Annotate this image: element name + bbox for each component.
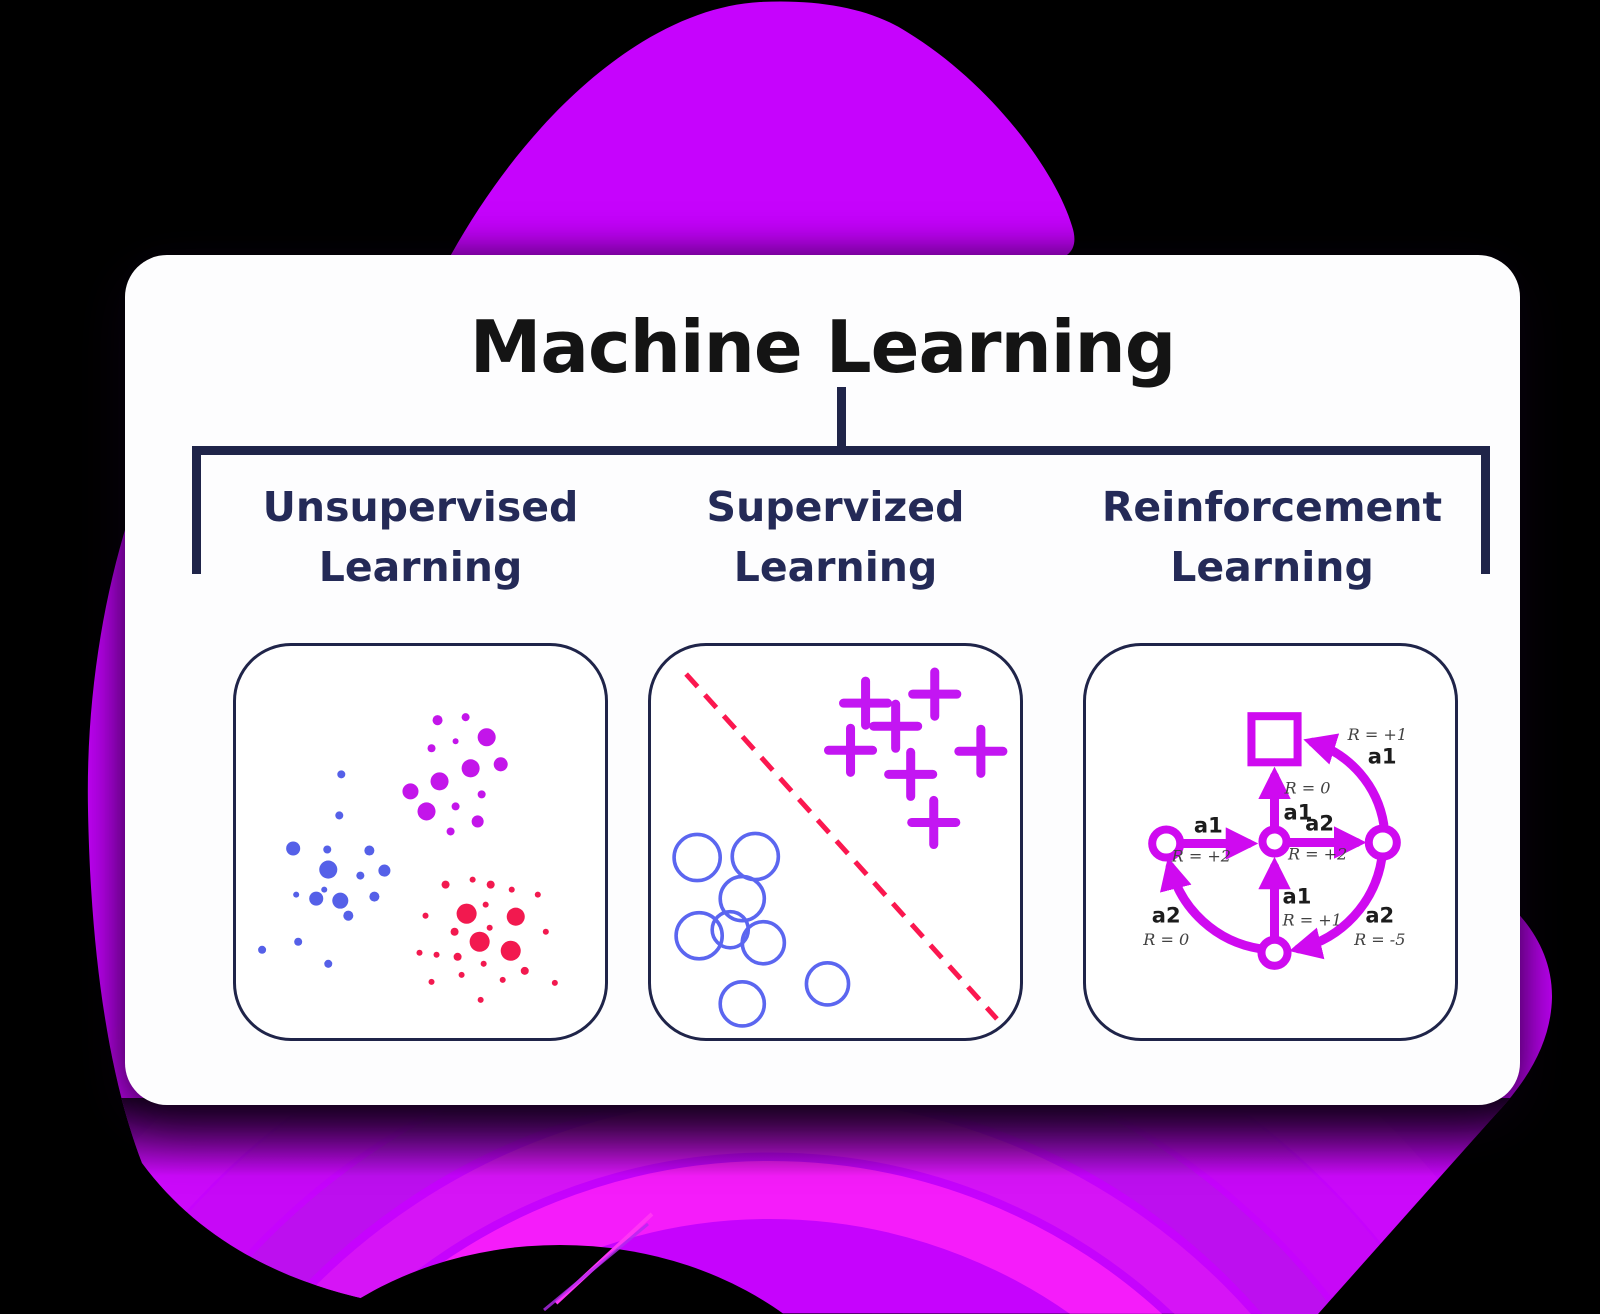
tree-bracket	[192, 446, 1490, 574]
edge-label-action: a2	[1152, 903, 1181, 928]
edge-label-action: a1	[1284, 799, 1313, 824]
heading-unsupervised: Unsupervised Learning	[233, 477, 608, 597]
state-node-right	[1364, 824, 1401, 861]
cluster-dots	[258, 713, 558, 1003]
edge-label-reward: R = +2	[1287, 845, 1347, 864]
blob-top	[447, 1, 1075, 262]
edge-label-reward: R = 0	[1142, 930, 1189, 949]
page-title: Machine Learning	[469, 305, 1177, 389]
heading-unsupervised-line2: Learning	[318, 543, 523, 591]
panel-reinforcement: a1 R = +2 a2 R = +2 R = 0 a1 a1 R = +1 R…	[1083, 643, 1458, 1041]
edge-label-action: a2	[1365, 903, 1394, 928]
edge-label-action: a1	[1368, 743, 1397, 768]
edge-label-reward: R = +2	[1171, 847, 1231, 866]
tree-stem	[837, 387, 846, 450]
heading-reinforcement-line1: Reinforcement	[1101, 483, 1443, 531]
heading-reinforcement-line2: Learning	[1170, 543, 1374, 591]
heading-supervized-line2: Learning	[733, 543, 938, 591]
edge-label-action: a2	[1305, 810, 1334, 835]
decision-boundary-line	[684, 672, 999, 1021]
supervized-figure	[672, 667, 1008, 1028]
blob-cutout	[336, 1245, 784, 1314]
edge-label-reward: R = +1	[1347, 725, 1407, 744]
state-node-left	[1148, 825, 1185, 862]
state-node-center	[1258, 825, 1291, 858]
panel-unsupervised	[233, 643, 608, 1041]
state-node-bottom	[1257, 935, 1292, 970]
terminal-state-node	[1247, 712, 1302, 767]
heading-supervized: Supervized Learning	[648, 477, 1023, 597]
panel-supervized	[648, 643, 1023, 1041]
edge-label-action: a1	[1194, 812, 1223, 837]
ml-card: Machine Learning Unsupervised Learning S…	[125, 255, 1520, 1105]
swirl-streak-2	[543, 1222, 649, 1312]
edge-label-reward: R = -5	[1353, 930, 1405, 949]
heading-unsupervised-line1: Unsupervised	[262, 483, 579, 531]
heading-supervized-line1: Supervized	[706, 483, 965, 531]
heading-reinforcement: Reinforcement Learning	[1083, 477, 1461, 597]
unsupervised-figure	[258, 713, 558, 1003]
edge-label-reward: R = 0	[1284, 778, 1331, 797]
mdp-edges	[1160, 733, 1389, 960]
circle-markers	[672, 831, 851, 1028]
edge-label-reward: R = +1	[1282, 911, 1342, 930]
plus-markers	[823, 667, 1008, 850]
reinforcement-figure: a1 R = +2 a2 R = +2 R = 0 a1 a1 R = +1 R…	[1142, 712, 1407, 970]
edge-label-action: a1	[1283, 884, 1312, 909]
